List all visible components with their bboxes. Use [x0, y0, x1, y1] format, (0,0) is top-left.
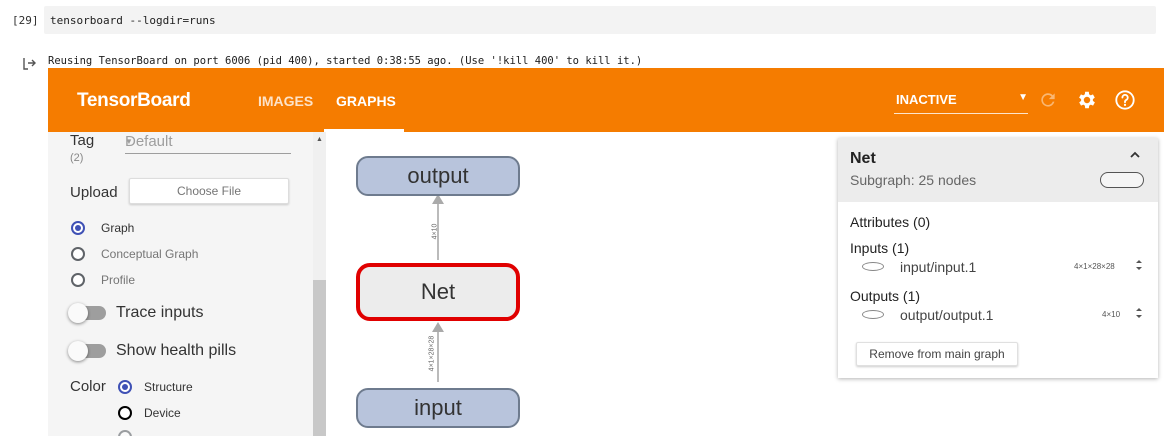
next-color-radio[interactable]	[118, 430, 132, 436]
structure-radio[interactable]	[118, 380, 132, 394]
code-text: tensorboard --logdir=runs	[50, 14, 216, 27]
conceptual-graph-radio[interactable]	[71, 247, 85, 261]
health-pills-label: Show health pills	[116, 342, 237, 359]
conceptual-graph-radio-label: Conceptual Graph	[101, 247, 199, 261]
graph-radio-label: Graph	[101, 221, 135, 235]
tag-label: Tag	[70, 132, 95, 149]
plugin-select[interactable]: INACTIVE ▼	[894, 90, 1028, 114]
code-cell[interactable]: tensorboard --logdir=runs	[44, 6, 1156, 34]
health-pills-toggle-knob[interactable]	[68, 341, 88, 361]
tab-images[interactable]: IMAGES	[258, 93, 314, 109]
remove-from-main-graph-button[interactable]: Remove from main graph	[856, 342, 1018, 366]
node-color-swatch	[1100, 172, 1144, 188]
chevron-up-icon[interactable]	[1128, 148, 1142, 162]
chevron-down-icon: ▼	[125, 137, 133, 146]
choose-file-button[interactable]: Choose File	[129, 178, 289, 204]
edge-label-top: 4×10	[431, 223, 439, 240]
tag-count: (2)	[70, 152, 84, 164]
device-radio[interactable]	[118, 406, 132, 420]
graph-edges	[432, 194, 444, 382]
plugin-select-value: INACTIVE	[896, 92, 957, 107]
outputs-heading: Outputs (1)	[850, 288, 921, 304]
output-item[interactable]: output/output.1	[900, 307, 994, 323]
brand-title: TensorBoard	[77, 90, 191, 111]
node-info-subtitle: Subgraph: 25 nodes	[850, 172, 977, 188]
color-label: Color	[70, 378, 106, 395]
trace-inputs-toggle-knob[interactable]	[68, 303, 88, 323]
node-info-card: Net Subgraph: 25 nodes Attributes (0) In…	[838, 138, 1158, 378]
node-info-title: Net	[850, 150, 876, 167]
upload-label: Upload	[70, 184, 118, 201]
attributes-heading: Attributes (0)	[850, 214, 931, 230]
edge-label-bottom: 4×1×28×28	[428, 335, 436, 372]
refresh-icon[interactable]	[1038, 90, 1058, 110]
node-output[interactable]: output	[356, 156, 520, 196]
output-shape: 4×10	[1102, 310, 1121, 319]
sidebar-scrollbar-thumb[interactable]	[313, 280, 326, 436]
trace-inputs-label: Trace inputs	[116, 304, 204, 321]
device-radio-label: Device	[144, 406, 181, 420]
input-expand-icon[interactable]	[1134, 258, 1144, 272]
scroll-up-icon[interactable]: ▲	[316, 136, 323, 143]
gear-icon[interactable]	[1076, 89, 1098, 111]
node-info-header	[838, 138, 1158, 202]
tag-select[interactable]: Default ▼	[125, 132, 291, 154]
chevron-down-icon: ▼	[1018, 92, 1028, 103]
top-toolbar: TensorBoard IMAGES GRAPHS INACTIVE ▼	[48, 68, 1164, 132]
input-shape: 4×1×28×28	[1074, 262, 1115, 271]
structure-radio-label: Structure	[144, 380, 193, 394]
graph-radio[interactable]	[71, 221, 85, 235]
tab-graphs[interactable]: GRAPHS	[336, 93, 396, 109]
input-item[interactable]: input/input.1	[900, 259, 977, 275]
inputs-heading: Inputs (1)	[850, 240, 910, 256]
cell-prompt: [29]	[12, 14, 39, 27]
output-arrow-icon	[23, 58, 36, 70]
node-input[interactable]: input	[356, 388, 520, 428]
profile-radio[interactable]	[71, 273, 85, 287]
input-node-icon	[862, 262, 884, 271]
edge-net-output-arrow	[432, 194, 444, 204]
active-tab-indicator	[324, 129, 404, 132]
output-expand-icon[interactable]	[1134, 306, 1144, 320]
node-net[interactable]: Net	[356, 263, 520, 321]
cell-output: Reusing TensorBoard on port 6006 (pid 40…	[48, 55, 643, 67]
tensorboard-frame: TensorBoard IMAGES GRAPHS INACTIVE ▼ ▲ T…	[48, 68, 1164, 436]
edge-input-net-arrow	[432, 322, 444, 332]
help-icon[interactable]	[1114, 89, 1136, 111]
profile-radio-label: Profile	[101, 273, 136, 287]
tag-select-value: Default	[125, 133, 173, 150]
output-node-icon	[862, 310, 884, 319]
